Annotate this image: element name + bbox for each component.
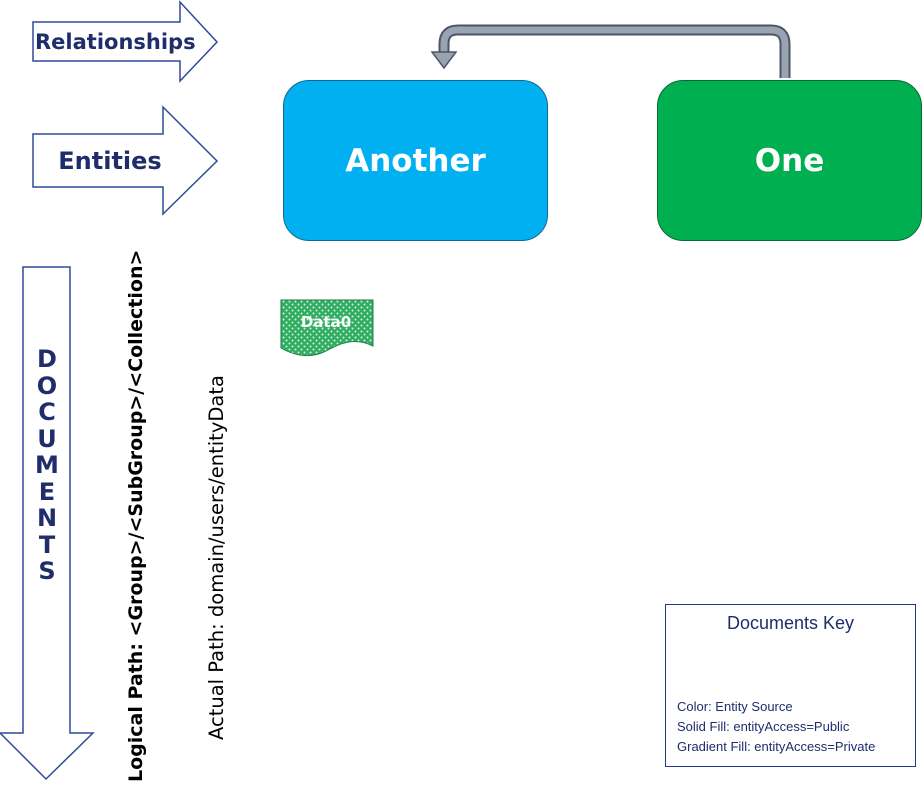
documents-letter: D <box>37 345 57 373</box>
key-title: Documents Key <box>726 613 855 633</box>
key-line-color: Color: Entity Source <box>677 699 793 714</box>
entities-arrow <box>32 105 219 216</box>
entity-one[interactable]: One <box>657 80 922 241</box>
documents-key: Documents Key Solid Gradient Color: Enti… <box>665 604 916 767</box>
documents-letter: N <box>36 504 58 532</box>
document-data0-shape[interactable] <box>280 299 374 357</box>
documents-letter: C <box>38 398 56 426</box>
documents-letter: T <box>38 530 56 559</box>
entities-label: Entities <box>58 147 162 175</box>
key-line-gradient: Gradient Fill: entityAccess=Private <box>677 739 876 754</box>
entity-another[interactable]: Another <box>283 80 548 241</box>
logical-path-label: Logical Path: <Group>/<SubGroup>/<Collec… <box>125 249 147 782</box>
relationship-connector <box>430 24 791 78</box>
key-line-solid: Solid Fill: entityAccess=Public <box>677 719 850 734</box>
actual-path-label: Actual Path: domain/users/entityData <box>205 375 228 740</box>
documents-arrow <box>0 266 95 781</box>
documents-letter: O <box>36 371 58 400</box>
documents-letter: U <box>37 424 57 453</box>
documents-label: D O C U M E N T S <box>28 346 66 686</box>
key-gradient-label: Gradient <box>800 656 862 671</box>
document-data0-label: Data0 <box>300 313 352 331</box>
documents-letter: M <box>35 451 59 479</box>
key-solid-label: Solid <box>715 656 751 671</box>
documents-letter: S <box>38 557 56 585</box>
documents-letter: E <box>38 477 56 506</box>
relationships-arrow <box>32 0 219 83</box>
relationships-label: Relationships <box>35 30 196 54</box>
